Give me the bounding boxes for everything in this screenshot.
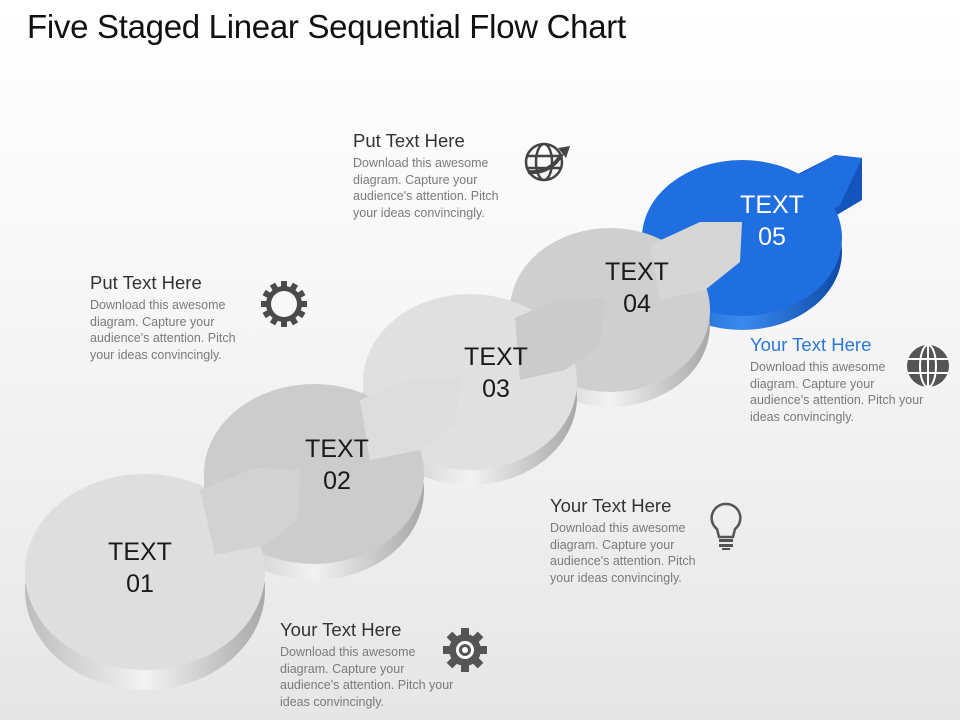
stage-label-3: TEXT 03 — [436, 341, 556, 405]
stage-label-line1: TEXT — [605, 258, 669, 286]
block-heading: Your Text Here — [550, 495, 672, 516]
stage-label-line2: 02 — [323, 467, 351, 495]
globe-arrow-icon — [524, 142, 570, 182]
block-heading: Put Text Here — [90, 272, 202, 293]
block-body: Download this awesome diagram. Capture y… — [280, 645, 454, 709]
stage-label-line1: TEXT — [305, 435, 369, 463]
text-block-5: Your Text Here Download this awesome dia… — [750, 334, 955, 425]
text-block-1: Your Text Here Download this awesome dia… — [280, 619, 485, 710]
block-body: Download this awesome diagram. Capture y… — [353, 156, 499, 220]
stage-label-line2: 05 — [758, 223, 786, 251]
lightbulb-icon — [710, 502, 742, 550]
stage-label-4: TEXT 04 — [577, 256, 697, 320]
gear-icon — [261, 281, 307, 327]
stage-disc-1 — [25, 468, 300, 690]
stage-label-line1: TEXT — [464, 343, 528, 371]
block-heading: Your Text Here — [280, 619, 402, 640]
text-block-3: Put Text Here Download this awesome diag… — [353, 130, 558, 221]
stage-label-line2: 01 — [126, 570, 154, 598]
stage-label-5: TEXT 05 — [712, 189, 832, 253]
stage-label-1: TEXT 01 — [80, 536, 200, 600]
stage-label-line2: 04 — [623, 290, 651, 318]
block-body: Download this awesome diagram. Capture y… — [550, 521, 696, 585]
stage-label-line1: TEXT — [740, 191, 804, 219]
text-block-4: Your Text Here Download this awesome dia… — [550, 495, 755, 586]
stage-label-line1: TEXT — [108, 538, 172, 566]
block-heading: Your Text Here — [750, 334, 872, 355]
block-body: Download this awesome diagram. Capture y… — [90, 298, 236, 362]
globe-icon — [907, 344, 949, 388]
stage-label-2: TEXT 02 — [277, 433, 397, 497]
text-block-2: Put Text Here Download this awesome diag… — [90, 272, 295, 363]
page-title: Five Staged Linear Sequential Flow Chart — [27, 8, 626, 45]
block-heading: Put Text Here — [353, 130, 465, 151]
target-gear-icon — [443, 628, 487, 672]
block-body: Download this awesome diagram. Capture y… — [750, 360, 924, 424]
stage-label-line2: 03 — [482, 375, 510, 403]
